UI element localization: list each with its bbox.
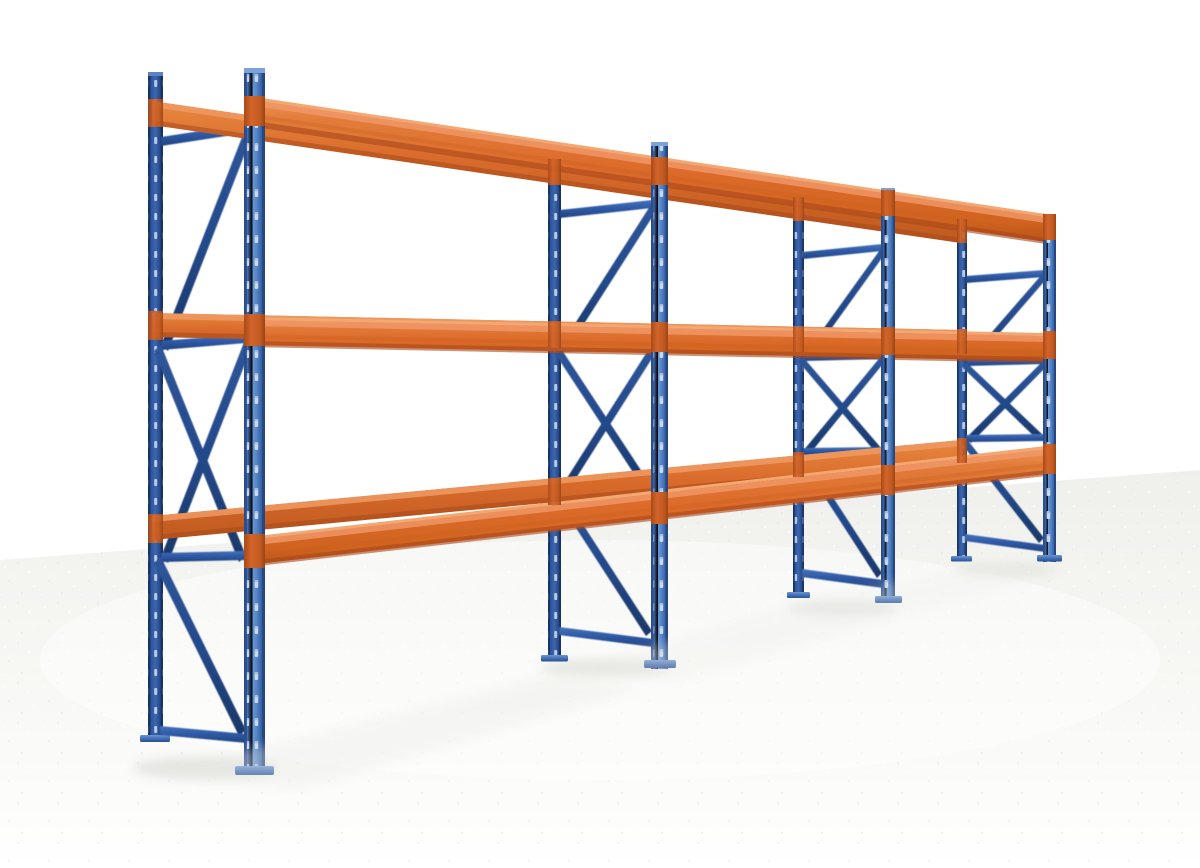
- connector-f1r-bottom: [148, 514, 163, 543]
- horizontal-brace-f4-d: [965, 534, 1045, 552]
- horizontal-brace-f1-d: [160, 726, 247, 743]
- front-posts: [235, 68, 1062, 775]
- upright-post-front-2: [644, 142, 676, 669]
- horizontal-brace-f4-c: [966, 434, 1044, 442]
- foreground-shading: [150, 564, 1070, 790]
- horizontal-brace-f2-a: [560, 200, 652, 218]
- connector-f2-bottom: [651, 492, 668, 524]
- scene-title: Industrial Pallet Racking System: [4, 8, 90, 14]
- cast-shadow-bay-3: [800, 564, 1070, 614]
- upright-post-front-1: [235, 68, 274, 775]
- frame-1-bracing: [154, 124, 253, 743]
- base-plate-rear-2: [541, 655, 568, 662]
- horizontal-brace-f1-c: [161, 551, 246, 562]
- diagonal-brace-f1-d: [154, 557, 246, 736]
- connector-f2r-top: [548, 159, 561, 185]
- base-plate-front-4: [1037, 555, 1062, 562]
- horizontal-brace-f3-d: [802, 569, 883, 588]
- cast-shadow-bay-2: [560, 604, 900, 682]
- connector-f3r-bottom: [793, 452, 804, 477]
- connector-f3-mid: [881, 327, 895, 355]
- diagonal-brace-f1-b: [154, 345, 246, 562]
- base-plate-rear-3: [787, 592, 810, 598]
- diagonal-brace-f2-c: [560, 344, 658, 494]
- frame-2-label: frame-2: [4, 24, 25, 30]
- connector-f1-mid: [244, 314, 265, 346]
- front-beams: [248, 96, 1046, 567]
- beam-mid-front: [248, 317, 1046, 363]
- cast-shadow-bay-1: [150, 672, 640, 790]
- diagonal-brace-f1-c: [161, 337, 253, 563]
- bottom-level-label: Bottom beam level: [4, 64, 54, 70]
- connector-f3r-mid: [793, 327, 804, 352]
- rear-plane: [140, 72, 972, 742]
- connector-f1r-top: [148, 99, 163, 127]
- connector-f4-top: [1043, 214, 1056, 240]
- top-level-label: Top beam level: [4, 48, 44, 54]
- connector-f2-top: [651, 157, 668, 185]
- diagonal-brace-f3-b: [798, 357, 882, 454]
- connector-f1r-mid: [148, 311, 163, 340]
- connector-f3-top: [881, 190, 895, 216]
- connector-f2r-bottom: [548, 478, 561, 505]
- connector-f1-top: [244, 96, 265, 126]
- beam-bottom-front: [248, 446, 1046, 567]
- connector-f4r-top: [957, 219, 967, 243]
- frame-4-label: frame-4: [4, 40, 25, 46]
- connector-f2r-mid: [548, 321, 561, 348]
- connector-f4-bottom: [1043, 444, 1056, 474]
- horizontal-brace-f4-a: [966, 270, 1044, 283]
- connector-f3r-top: [793, 197, 804, 221]
- connector-f3-bottom: [881, 465, 895, 495]
- diagonal-brace-f4-c: [966, 360, 1049, 443]
- beam-top-front: [248, 96, 1046, 244]
- upright-post-rear-2: [541, 154, 568, 662]
- middle-level-label: Middle beam level: [4, 56, 52, 62]
- frame-3-label: frame-3: [4, 32, 25, 38]
- horizontal-brace-f3-a: [803, 244, 882, 259]
- frame-1-label: frame-1: [4, 16, 25, 22]
- connector-f4r-mid: [957, 329, 967, 354]
- connector-f4r-bottom: [957, 438, 967, 463]
- beam-end-connectors: [148, 96, 1056, 568]
- base-plate-rear-4: [951, 556, 972, 562]
- diagonal-brace-f2-a: [560, 203, 658, 352]
- diagonal-brace-f1-a: [161, 127, 253, 351]
- connector-f4-mid: [1043, 331, 1056, 359]
- connector-f2-mid: [651, 322, 668, 352]
- horizontal-brace-f2-d: [559, 627, 653, 647]
- diagonal-brace-f2-b: [554, 347, 652, 492]
- diagonal-brace-f3-c: [803, 355, 887, 456]
- connector-f1-bottom: [244, 534, 265, 568]
- base-plate-rear-1: [140, 735, 170, 742]
